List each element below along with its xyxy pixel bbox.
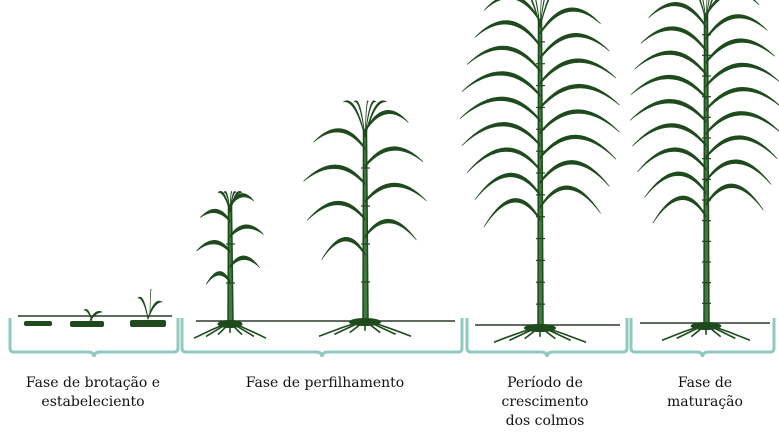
leaf [540, 160, 609, 186]
leaf [475, 21, 540, 47]
leaf [706, 160, 771, 185]
leaf [322, 237, 365, 259]
mature-cane [630, 0, 779, 340]
leaf [467, 46, 540, 72]
leaf [365, 147, 423, 167]
label-line: estabeleciento [8, 393, 178, 412]
label-line: Fase de perfilhamento [220, 374, 430, 393]
leaf [706, 63, 779, 87]
label-sprouting-phase: Fase de brotação e estabeleciento [8, 374, 178, 412]
leaf [706, 136, 777, 159]
stage-bracket [467, 318, 627, 357]
leaf [706, 184, 763, 210]
leaf [632, 124, 706, 147]
label-tillering-phase: Fase de perfilhamento [220, 374, 430, 393]
leaf [706, 111, 779, 134]
leaf [540, 59, 616, 84]
stage-brackets [10, 318, 774, 357]
leaf [540, 33, 609, 59]
leaf [307, 201, 365, 220]
root-crown [691, 322, 722, 330]
leaf [635, 51, 706, 75]
leaf [467, 148, 540, 173]
leaf [540, 8, 601, 35]
label-maturation-phase: Fase de maturação [640, 374, 770, 412]
root-crown [524, 324, 556, 332]
leaf [484, 0, 540, 22]
leaf [462, 72, 540, 97]
leaf [365, 219, 416, 240]
growing-cane [460, 0, 620, 342]
label-line: maturação [640, 393, 770, 412]
leaf [641, 27, 706, 52]
leaf [631, 75, 706, 99]
leaf [645, 172, 706, 198]
label-line: Período de [475, 374, 615, 393]
leaf [653, 196, 706, 223]
label-line: crescimento [475, 393, 615, 412]
leaf [649, 2, 706, 27]
leaf [230, 256, 260, 268]
label-line: dos colmos [475, 412, 615, 431]
leaf [365, 183, 427, 202]
leaf [462, 122, 540, 146]
stalk [363, 130, 368, 320]
leaf [540, 135, 616, 159]
root-crown [349, 318, 381, 326]
leaf [706, 14, 767, 39]
leaf [200, 209, 230, 222]
young-cane-large [303, 101, 426, 337]
leaf [484, 198, 540, 226]
leaf [706, 39, 775, 64]
leaf [196, 240, 230, 252]
leaf [540, 186, 601, 214]
leaf [706, 0, 759, 16]
leaf [540, 110, 620, 134]
leaf [630, 99, 706, 122]
leaf [303, 165, 365, 185]
root-crown [217, 320, 242, 328]
sprouting-setts [24, 289, 166, 327]
label-line: Fase de brotação e [8, 374, 178, 393]
label-stalk-growth-period: Período de crescimento dos colmos [475, 374, 615, 431]
leaf [460, 97, 540, 121]
leaf [314, 129, 365, 150]
leaf [475, 173, 540, 200]
leaf [540, 84, 620, 109]
leaf [706, 87, 779, 111]
leaf [637, 148, 706, 172]
sett [24, 321, 52, 326]
sett [130, 320, 166, 327]
sett [70, 321, 104, 327]
plants [24, 0, 779, 342]
leaf [230, 225, 264, 238]
leaf [540, 0, 568, 28]
young-cane-small [194, 191, 266, 338]
label-line: Fase de [640, 374, 770, 393]
